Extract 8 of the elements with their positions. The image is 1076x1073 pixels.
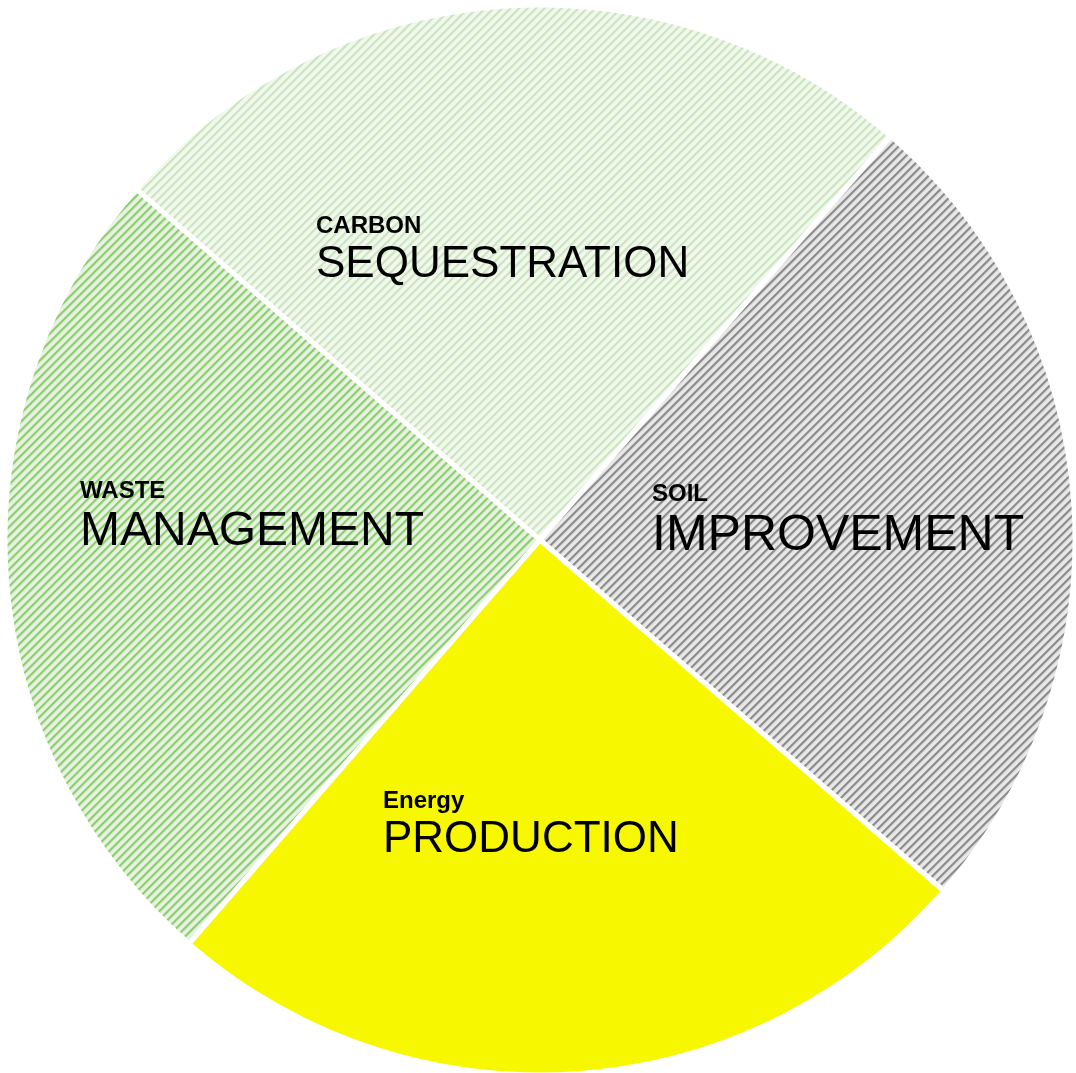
sector-title: SEQUESTRATION xyxy=(316,238,690,287)
sector-title: IMPROVEMENT xyxy=(652,506,1025,562)
sector-subtitle: WASTE xyxy=(80,477,166,504)
sector-title: MANAGEMENT xyxy=(80,503,424,557)
sector-subtitle: Energy xyxy=(383,787,465,814)
sector-subtitle: SOIL xyxy=(652,480,708,507)
sector-title: PRODUCTION xyxy=(383,813,679,862)
sector-subtitle: CARBON xyxy=(316,212,422,239)
